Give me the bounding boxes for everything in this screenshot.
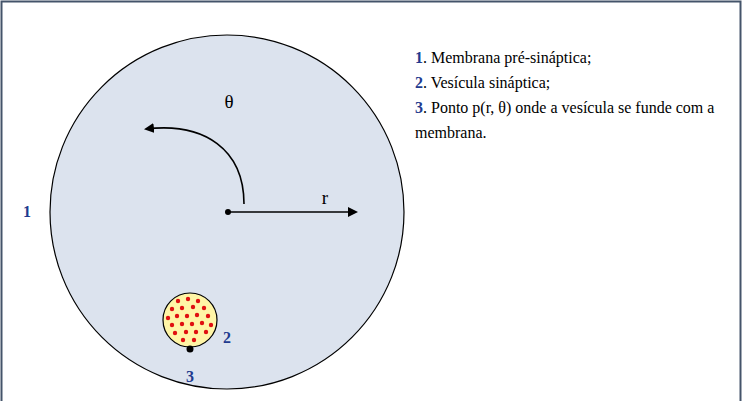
legend-entry: 2. Vesícula sináptica; xyxy=(415,70,733,95)
fusion-point xyxy=(187,346,194,353)
legend-text: . Ponto p(r, θ) onde a vesícula se funde… xyxy=(415,99,714,141)
synaptic-vesicle xyxy=(163,293,217,347)
presynaptic-membrane xyxy=(50,35,404,389)
callout-number: 2 xyxy=(223,330,231,346)
callout-number: 3 xyxy=(186,369,194,385)
radius-arrow xyxy=(230,211,356,213)
radius-symbol: r xyxy=(322,188,328,207)
legend-text: . Vesícula sináptica; xyxy=(423,74,550,91)
legend-number: 3 xyxy=(415,99,423,116)
angle-symbol: θ xyxy=(224,92,233,111)
legend-entry: 1. Membrana pré-sináptica; xyxy=(415,45,733,70)
legend-number: 1 xyxy=(415,49,423,66)
legend-entry: 3. Ponto p(r, θ) onde a vesícula se fund… xyxy=(415,95,733,145)
legend-number: 2 xyxy=(415,74,423,91)
angle-arrow xyxy=(146,128,244,204)
callout-number: 1 xyxy=(23,204,31,220)
legend-text: . Membrana pré-sináptica; xyxy=(423,49,591,66)
neurotransmitter-dots xyxy=(166,297,213,342)
